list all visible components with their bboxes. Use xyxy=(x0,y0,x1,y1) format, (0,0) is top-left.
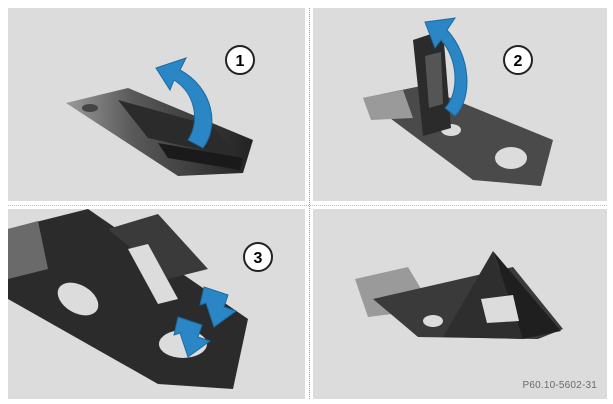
bracket-hole xyxy=(82,104,98,112)
bracket-hole xyxy=(495,147,527,169)
panel-divider-vertical xyxy=(309,8,310,399)
step-1-panel: 1 xyxy=(8,8,305,201)
step-3-number: 3 xyxy=(254,250,263,267)
bracket-hole xyxy=(481,295,519,323)
step-2-panel: 2 xyxy=(313,8,607,201)
step-1-number: 1 xyxy=(236,53,245,70)
step-3-illustration: 3 xyxy=(8,209,305,399)
result-illustration xyxy=(313,209,607,399)
step-2-number: 2 xyxy=(514,53,523,70)
step-3-panel: 3 xyxy=(8,209,305,399)
bracket-hole xyxy=(423,315,443,327)
step-2-illustration: 2 xyxy=(313,8,607,201)
step-1-illustration: 1 xyxy=(8,8,305,201)
panel-divider-horizontal xyxy=(8,205,607,206)
result-panel: P60.10-5602-31 xyxy=(313,209,607,399)
figure-reference-code: P60.10-5602-31 xyxy=(522,380,597,391)
